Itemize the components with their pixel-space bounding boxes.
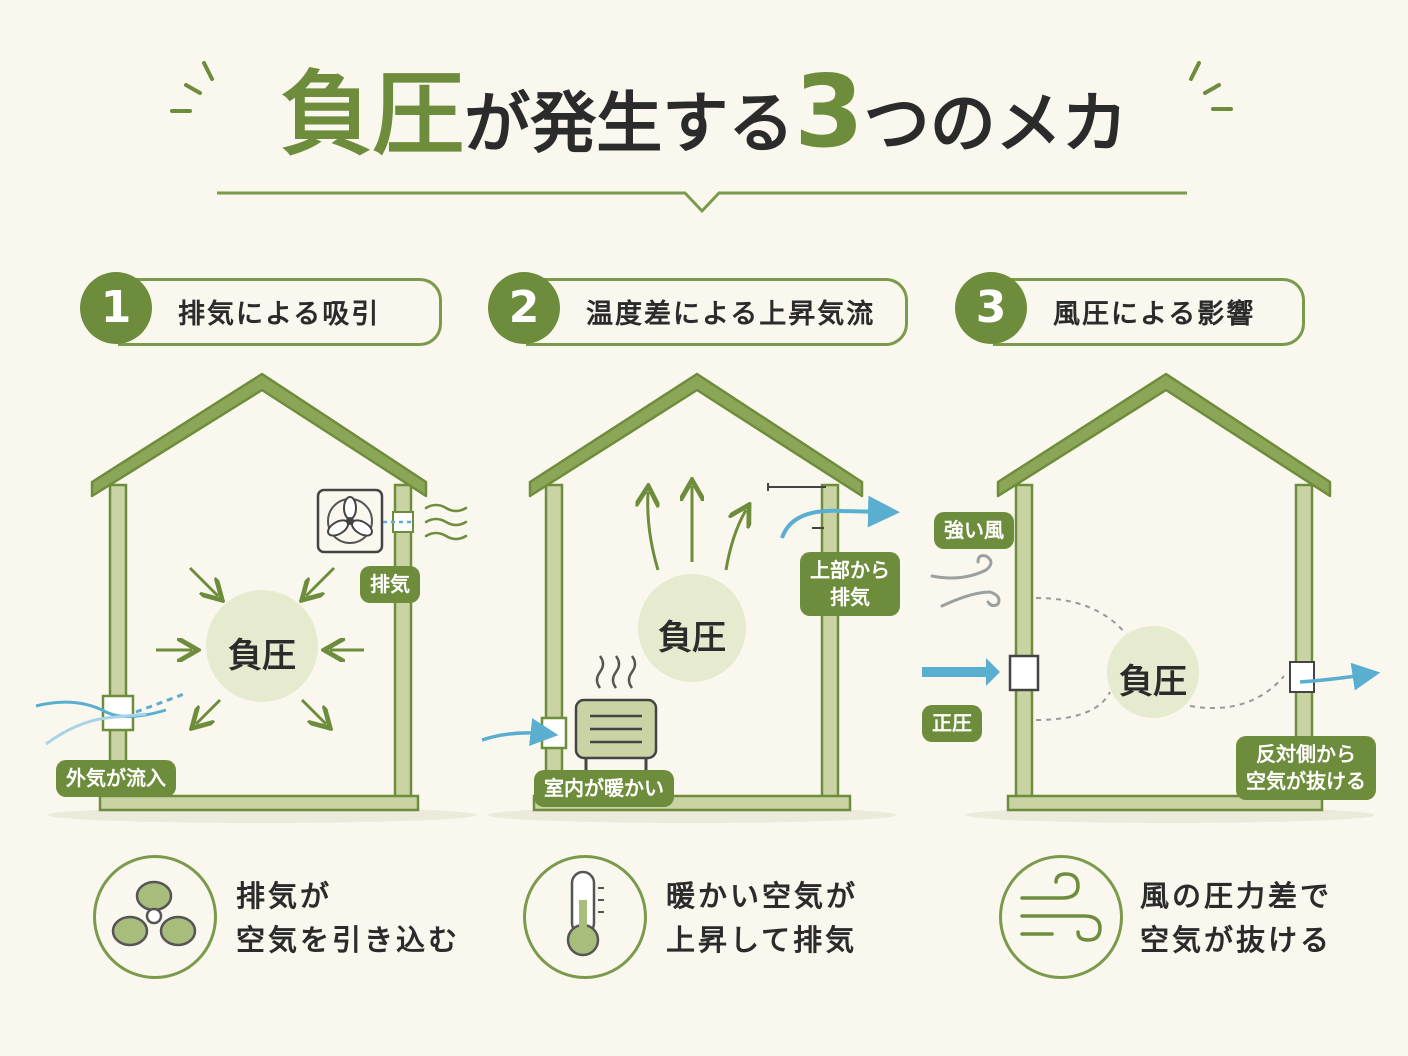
- badge-top-exhaust: 上部から 排気: [800, 552, 900, 616]
- title-part-1: 負圧: [280, 61, 465, 168]
- summary-1-text: 排気が 空気を引き込む: [236, 879, 461, 957]
- house-3: [922, 372, 1381, 812]
- page-title: 負圧が発生する3つのメカ: [0, 62, 1408, 162]
- badge-outside-air-inflow: 外気が流入: [56, 760, 176, 797]
- sparkle-right-icon: [1189, 61, 1233, 111]
- section-2-pill: [526, 278, 908, 346]
- title-part-4: つのメカ: [863, 85, 1128, 162]
- house-1: [35, 372, 468, 812]
- section-2-number: 2: [488, 272, 560, 344]
- house-1-negative-pressure-circle: [206, 590, 318, 702]
- section-1-pill: [118, 278, 442, 346]
- thermometer-icon: [566, 870, 604, 957]
- house-2-negative-pressure-circle: [638, 574, 746, 682]
- house-2: [481, 372, 900, 812]
- badge-exhaust: 排気: [360, 566, 420, 603]
- summary-3-text: 風の圧力差で 空気が抜ける: [1140, 879, 1333, 957]
- wind-icon: [1020, 872, 1102, 942]
- section-1-label: 排気による吸引: [178, 299, 381, 330]
- house-2-negative-label: 負圧: [658, 618, 726, 658]
- badge-room-warm: 室内が暖かい: [534, 770, 674, 807]
- fan-icon: [111, 880, 197, 947]
- house-3-negative-pressure-circle: [1107, 626, 1199, 718]
- section-2-header: 2 温度差による上昇気流: [488, 272, 908, 346]
- section-1-header: 1 排気による吸引: [80, 272, 442, 346]
- badge-positive-pressure: 正圧: [922, 705, 982, 742]
- title-part-3: 3: [794, 53, 864, 170]
- exhaust-fan-icon: [316, 488, 384, 554]
- title-part-2: が発生する: [464, 85, 795, 162]
- section-3-number: 3: [955, 272, 1027, 344]
- summary-2-text: 暖かい空気が 上昇して排気: [666, 879, 859, 957]
- sparkle-left-icon: [170, 61, 214, 113]
- heater-icon: [574, 655, 658, 770]
- exhaust-wind-lines: [424, 503, 468, 541]
- house-3-negative-label: 負圧: [1119, 662, 1187, 702]
- section-3-label: 風圧による影響: [1053, 299, 1256, 330]
- section-3-pill: [993, 278, 1305, 346]
- title-underline: [217, 191, 1187, 214]
- house-1-negative-label: 負圧: [228, 636, 296, 676]
- title-area: 負圧が発生する3つのメカ: [0, 0, 1408, 230]
- strong-wind-swirl-icon: [930, 554, 1001, 608]
- badge-opposite-side-exit: 反対側から 空気が抜ける: [1236, 736, 1376, 800]
- section-3-header: 3 風圧による影響: [955, 272, 1305, 346]
- badge-strong-wind: 強い風: [934, 512, 1014, 549]
- section-1-number: 1: [80, 272, 152, 344]
- section-2-label: 温度差による上昇気流: [586, 299, 876, 330]
